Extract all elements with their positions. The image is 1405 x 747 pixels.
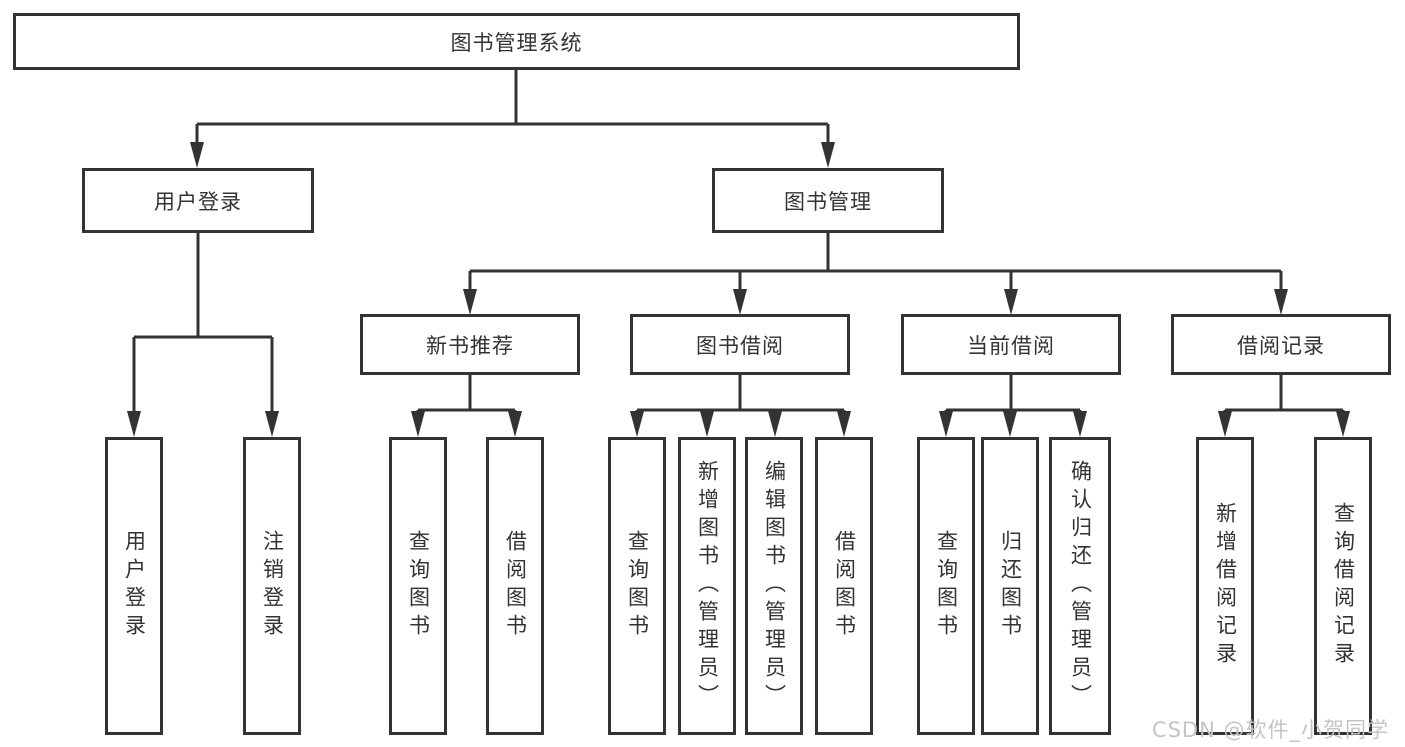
node-library-management-system: 图书管理系统 xyxy=(13,13,1020,70)
leaf-logout: 注销登录 xyxy=(243,437,301,735)
node-label: 新增图书（管理员） xyxy=(695,460,720,712)
node-book-borrow: 图书借阅 xyxy=(630,314,850,375)
node-label: 借阅图书 xyxy=(832,530,857,642)
node-new-book-recommend: 新书推荐 xyxy=(360,314,580,375)
leaf-borrow-books: 借阅图书 xyxy=(486,437,544,735)
node-label: 新增借阅记录 xyxy=(1213,502,1238,670)
node-label: 归还图书 xyxy=(998,530,1023,642)
node-label: 查询借阅记录 xyxy=(1331,502,1356,670)
node-label: 借阅记录 xyxy=(1237,333,1325,358)
node-label: 注销登录 xyxy=(260,530,285,642)
leaf-add-borrow-record: 新增借阅记录 xyxy=(1196,437,1254,735)
node-label: 查询图书 xyxy=(934,530,959,642)
node-book-management: 图书管理 xyxy=(712,168,944,233)
leaf-add-books-admin: 新增图书（管理员） xyxy=(678,437,736,735)
leaf-edit-books-admin: 编辑图书（管理员） xyxy=(745,437,803,735)
leaf-query-books: 查询图书 xyxy=(917,437,975,735)
node-label: 用户登录 xyxy=(122,530,147,642)
leaf-query-books: 查询图书 xyxy=(389,437,447,735)
leaf-user-login: 用户登录 xyxy=(105,437,163,735)
node-label: 确认归还（管理员） xyxy=(1068,460,1093,712)
node-label: 用户登录 xyxy=(154,189,242,214)
node-label: 新书推荐 xyxy=(426,333,514,358)
node-label: 借阅图书 xyxy=(503,530,528,642)
watermark: CSDN @软件_小贺同学 xyxy=(1151,718,1389,742)
arrowheads xyxy=(127,142,1350,437)
leaf-borrow-books: 借阅图书 xyxy=(815,437,873,735)
node-label: 图书借阅 xyxy=(696,333,784,358)
leaf-query-books: 查询图书 xyxy=(608,437,666,735)
node-label: 图书管理系统 xyxy=(450,30,583,55)
leaf-query-borrow-record: 查询借阅记录 xyxy=(1314,437,1372,735)
node-label: 图书管理 xyxy=(784,189,872,214)
node-borrow-records: 借阅记录 xyxy=(1171,314,1391,375)
node-user-login: 用户登录 xyxy=(82,168,314,233)
node-current-borrow: 当前借阅 xyxy=(901,314,1121,375)
node-label: 查询图书 xyxy=(625,530,650,642)
node-label: 当前借阅 xyxy=(967,333,1055,358)
leaf-confirm-return-admin: 确认归还（管理员） xyxy=(1049,437,1111,735)
node-label: 编辑图书（管理员） xyxy=(762,460,787,712)
leaf-return-books: 归还图书 xyxy=(981,437,1039,735)
node-label: 查询图书 xyxy=(406,530,431,642)
